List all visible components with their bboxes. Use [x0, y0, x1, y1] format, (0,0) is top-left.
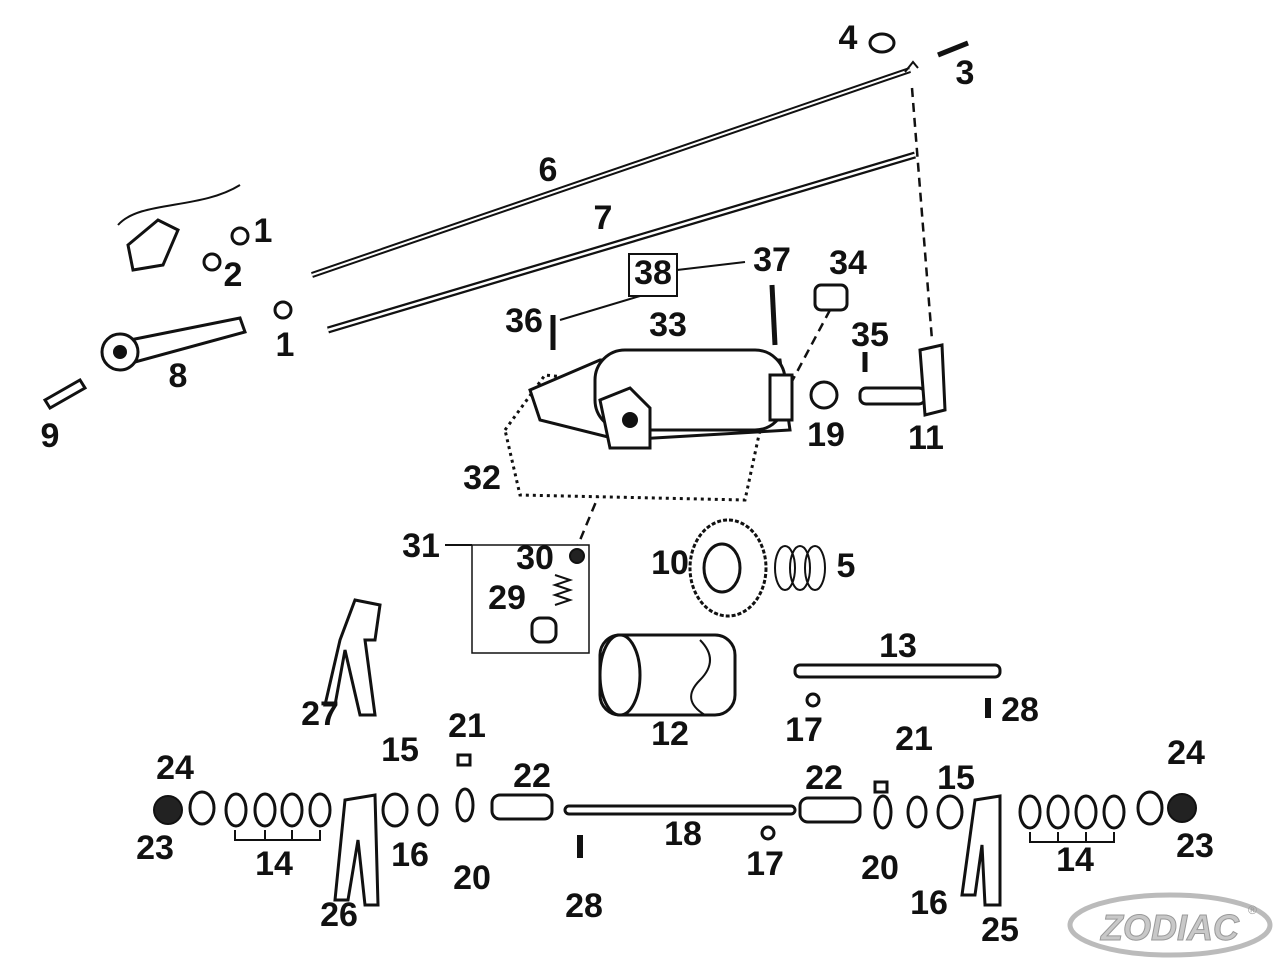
zodiac-logo: ZODIAC ®	[1067, 892, 1273, 958]
nut-1	[230, 226, 250, 246]
label-37: 37	[753, 241, 791, 279]
leader-36	[559, 295, 641, 321]
shaft-18	[563, 804, 797, 816]
nut-17a	[805, 692, 821, 708]
spring-29	[551, 574, 574, 606]
label-10: 10	[651, 544, 689, 582]
gear-10	[688, 518, 768, 618]
label-15b: 15	[937, 759, 975, 797]
label-7: 7	[594, 199, 613, 237]
label-17b: 17	[746, 845, 784, 883]
label-14: 14	[255, 845, 293, 883]
label-2: 2	[224, 256, 243, 294]
fork-27	[323, 598, 382, 717]
label-17: 17	[785, 711, 823, 749]
label-8: 8	[169, 357, 188, 395]
label-33: 33	[649, 306, 687, 344]
right-stack	[798, 780, 1197, 907]
ball-30	[569, 548, 585, 564]
spring-5	[774, 545, 826, 591]
label-22: 22	[513, 757, 551, 795]
washer-2	[202, 252, 222, 272]
nut-1b	[273, 300, 293, 320]
washer-4	[868, 32, 896, 54]
label-28b: 28	[565, 887, 603, 925]
lever-11	[858, 343, 947, 417]
plug-29	[530, 616, 558, 644]
label-38: 38	[634, 254, 672, 292]
label-20b: 20	[861, 849, 899, 887]
logo-mark: ®	[1248, 903, 1257, 917]
label-1b: 1	[276, 326, 295, 364]
label-32: 32	[463, 459, 501, 497]
label-15: 15	[381, 731, 419, 769]
part-labels: 4 3 6 7 1 2 1 38 37 34 36 33 35 8 9 19 1…	[41, 19, 1214, 949]
bolt-9	[42, 377, 88, 411]
bracket	[126, 218, 180, 272]
label-24: 24	[156, 749, 194, 787]
label-38-box	[628, 253, 678, 297]
label-9: 9	[41, 417, 60, 455]
logo-text: ZODIAC	[1100, 907, 1240, 948]
label-4: 4	[839, 19, 858, 57]
screw-37	[769, 284, 778, 346]
left-stack	[153, 753, 554, 907]
label-31: 31	[402, 527, 440, 565]
label-6: 6	[539, 151, 558, 189]
label-13: 13	[879, 627, 917, 665]
label-26: 26	[320, 896, 358, 934]
label-35: 35	[851, 316, 889, 354]
rod-end-8	[100, 316, 247, 372]
label-1: 1	[254, 212, 273, 250]
logo-swoosh	[1067, 892, 1273, 958]
shifter-drum-12	[598, 633, 737, 717]
label-12: 12	[651, 715, 689, 753]
label-3: 3	[956, 54, 975, 92]
label-25: 25	[981, 911, 1019, 949]
label-29: 29	[488, 579, 526, 617]
label-23: 23	[136, 829, 174, 867]
label-23b: 23	[1176, 827, 1214, 865]
label-28: 28	[1001, 691, 1039, 729]
label-16: 16	[391, 836, 429, 874]
label-19: 19	[807, 416, 845, 454]
label-11: 11	[908, 419, 944, 457]
label-30: 30	[516, 539, 554, 577]
leader-37	[676, 261, 746, 271]
label-20: 20	[453, 859, 491, 897]
rod-6	[311, 60, 919, 278]
cover-housing-33	[503, 348, 794, 502]
label-21: 21	[448, 707, 486, 745]
label-14b: 14	[1056, 841, 1094, 879]
label-24b: 24	[1167, 734, 1205, 772]
assembly-line	[910, 87, 934, 341]
label-18: 18	[664, 815, 702, 853]
shaft-13	[793, 663, 1002, 679]
screw-3	[937, 40, 969, 58]
label-27: 27	[301, 695, 339, 733]
frame-outline	[117, 184, 241, 226]
label-36: 36	[505, 302, 543, 340]
washer-19	[809, 380, 839, 410]
label-34: 34	[829, 244, 867, 282]
assembly-line-34	[788, 309, 832, 386]
nut-17b	[760, 825, 776, 841]
rod-7	[327, 151, 916, 334]
label-16b: 16	[910, 884, 948, 922]
label-21b: 21	[895, 720, 933, 758]
bushing-34	[813, 283, 849, 312]
label-5: 5	[837, 547, 856, 585]
label-22b: 22	[805, 759, 843, 797]
detent-kit-box	[471, 544, 590, 654]
